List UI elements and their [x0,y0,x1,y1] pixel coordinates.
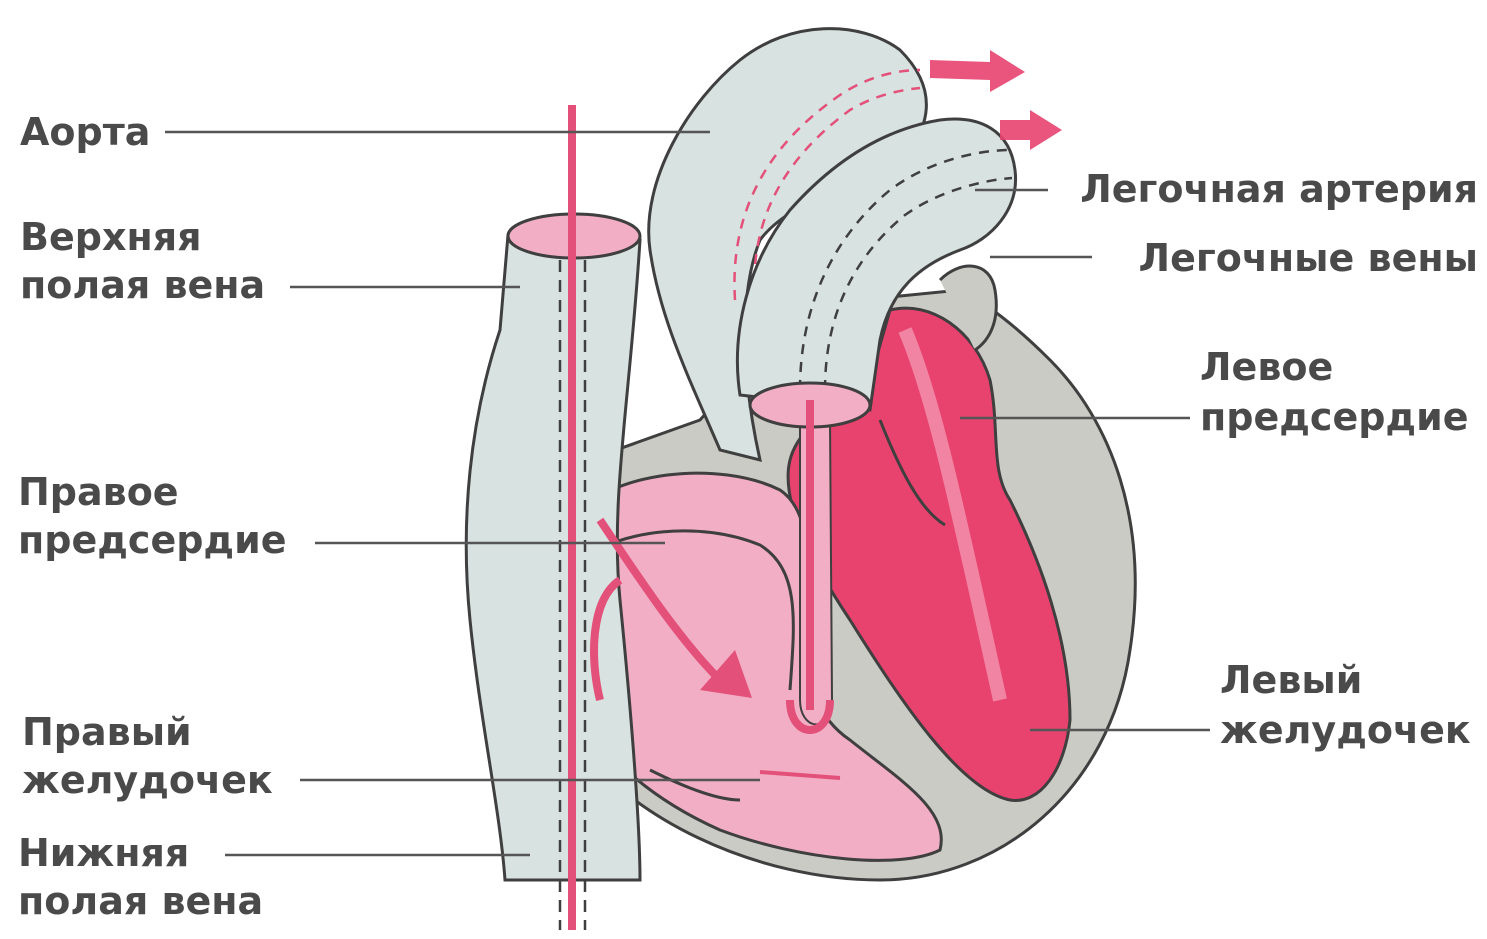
label-pulmonary-veins: Легочные вены [1139,236,1478,280]
vena-cava-tube [466,235,640,880]
label-aorta: Аорта [20,110,150,154]
label-inferior-vena-cava-line2: полая вена [18,879,263,923]
label-inferior-vena-cava-line1: Нижняя [18,831,189,875]
label-superior-vena-cava-line1: Верхняя [20,215,202,259]
pulmonary-exit-arrow [1000,110,1062,150]
label-pulmonary-artery: Легочная артерия [1080,167,1478,211]
label-superior-vena-cava-line2: полая вена [20,263,265,307]
label-right-atrium-line1: Правое [18,470,179,514]
label-right-atrium-line2: предсердие [18,518,287,562]
aorta-exit-arrow [930,50,1025,92]
label-left-ventricle-line1: Левый [1220,658,1362,702]
label-right-ventricle-line1: Правый [22,710,192,754]
label-right-ventricle-line2: желудочек [22,758,273,802]
label-left-atrium-line2: предсердие [1200,395,1469,439]
septum-path [800,420,832,724]
label-left-ventricle-line2: желудочек [1220,708,1471,752]
label-left-atrium-line1: Левое [1200,345,1333,389]
